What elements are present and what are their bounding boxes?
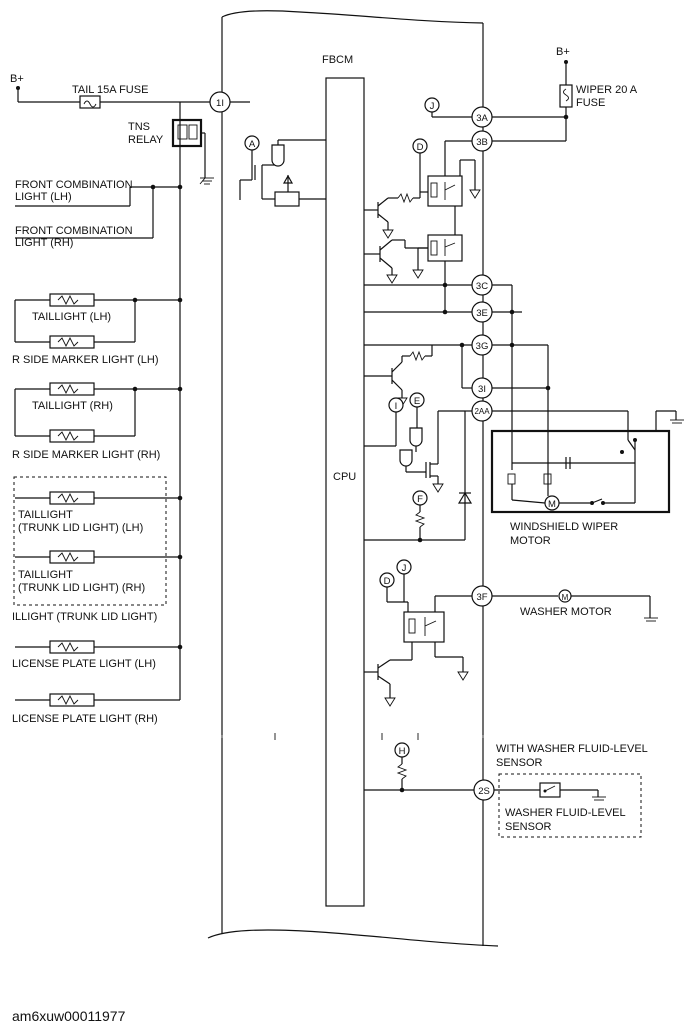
washer-relay	[403, 611, 445, 643]
wiper-fuse-symbol	[559, 84, 573, 108]
trunk-lh-label-1: TAILLIGHT	[18, 509, 73, 521]
trunk-rh-label-1: TAILLIGHT	[18, 569, 73, 581]
svg-text:3A: 3A	[476, 113, 488, 124]
connector-1i-label: 1I	[216, 98, 224, 109]
fbcm-label: FBCM	[322, 54, 353, 66]
front-comb-rh-label-1: FRONT COMBINATION	[15, 225, 133, 237]
washer-motor-label: WASHER MOTOR	[520, 606, 612, 618]
windshield-wiper-motor-box	[490, 429, 671, 514]
svg-text:3E: 3E	[476, 308, 488, 319]
svg-text:3B: 3B	[476, 137, 488, 148]
wiper-motor-label-2: MOTOR	[510, 535, 551, 547]
tns-driver-circuit: 1I A	[209, 91, 326, 207]
trunk-rh-label-2: (TRUNK LID LIGHT) (RH)	[18, 582, 145, 594]
fluid-level-sensor-circuit: H 2S WITH WASHER FLUID-LEVEL SENSOR WASH…	[364, 742, 648, 838]
svg-text:3C: 3C	[476, 281, 488, 292]
svg-text:3G: 3G	[476, 341, 489, 352]
svg-text:2AA: 2AA	[474, 407, 490, 416]
fluid-level-sensor-option-box	[498, 773, 642, 838]
figure-id-caption: am6xuw00011977	[12, 1008, 126, 1024]
tail-light-circuit: B+ TAIL 15A FUSE TNS RELAY FRONT COMBINA…	[10, 73, 250, 725]
license-rh-label: LICENSE PLATE LIGHT (RH)	[12, 713, 158, 725]
taillight-rh-label: TAILLIGHT (RH)	[32, 400, 113, 412]
sensor-label-2: SENSOR	[505, 821, 552, 833]
wiper-fuse-label-1: WIPER 20 A	[576, 84, 638, 96]
with-sensor-label-1: WITH WASHER FLUID-LEVEL	[496, 743, 648, 755]
trunk-lid-option-box	[13, 476, 167, 606]
tns-relay-label-2: RELAY	[128, 134, 164, 146]
svg-text:A: A	[249, 139, 256, 150]
cpu-block: CPU	[325, 77, 365, 907]
svg-text:3I: 3I	[478, 384, 486, 395]
bplus-right-label: B+	[556, 46, 570, 58]
hmsl-label: ILLIGHT (TRUNK LID LIGHT)	[12, 611, 157, 623]
license-lh-label: LICENSE PLATE LIGHT (LH)	[12, 658, 156, 670]
front-comb-lh-label-2: LIGHT (LH)	[15, 191, 72, 203]
svg-text:J: J	[430, 101, 435, 112]
connector-1i	[209, 91, 231, 113]
svg-text:J: J	[402, 563, 407, 574]
washer-circuit: D J 3F M WASHER MOTOR	[364, 559, 658, 707]
front-comb-rh-label-2: LIGHT (RH)	[15, 237, 73, 249]
tail-fuse-symbol	[79, 95, 101, 109]
svg-text:H: H	[399, 746, 406, 757]
svg-text:D: D	[384, 576, 391, 587]
front-comb-lh-label-1: FRONT COMBINATION	[15, 179, 133, 191]
svg-text:D: D	[417, 142, 424, 153]
tail-fuse-label: TAIL 15A FUSE	[72, 84, 148, 96]
wiper-fuse-label-2: FUSE	[576, 97, 605, 109]
cpu-label: CPU	[333, 471, 356, 483]
fluid-level-switch	[539, 782, 561, 798]
connector-3a	[471, 106, 493, 128]
side-marker-rh-label: R SIDE MARKER LIGHT (RH)	[12, 449, 160, 461]
wiper-motor-label-1: WINDSHIELD WIPER	[510, 521, 618, 533]
sensor-label-1: WASHER FLUID-LEVEL	[505, 807, 626, 819]
svg-text:M: M	[562, 593, 569, 602]
wiper-circuit: B+ WIPER 20 A FUSE J 3A 3B D	[364, 46, 684, 547]
svg-text:2S: 2S	[478, 786, 490, 797]
svg-text:F: F	[417, 494, 423, 505]
taillight-lh-label: TAILLIGHT (LH)	[32, 311, 111, 323]
tns-relay-label-1: TNS	[128, 121, 150, 133]
svg-text:I: I	[395, 401, 398, 412]
svg-text:E: E	[414, 396, 420, 407]
side-marker-lh-label: R SIDE MARKER LIGHT (LH)	[12, 354, 159, 366]
bplus-left-label: B+	[10, 73, 24, 85]
svg-text:3F: 3F	[476, 592, 487, 603]
trunk-lh-label-2: (TRUNK LID LIGHT) (LH)	[18, 522, 143, 534]
with-sensor-label-2: SENSOR	[496, 757, 543, 769]
svg-text:M: M	[548, 499, 556, 510]
